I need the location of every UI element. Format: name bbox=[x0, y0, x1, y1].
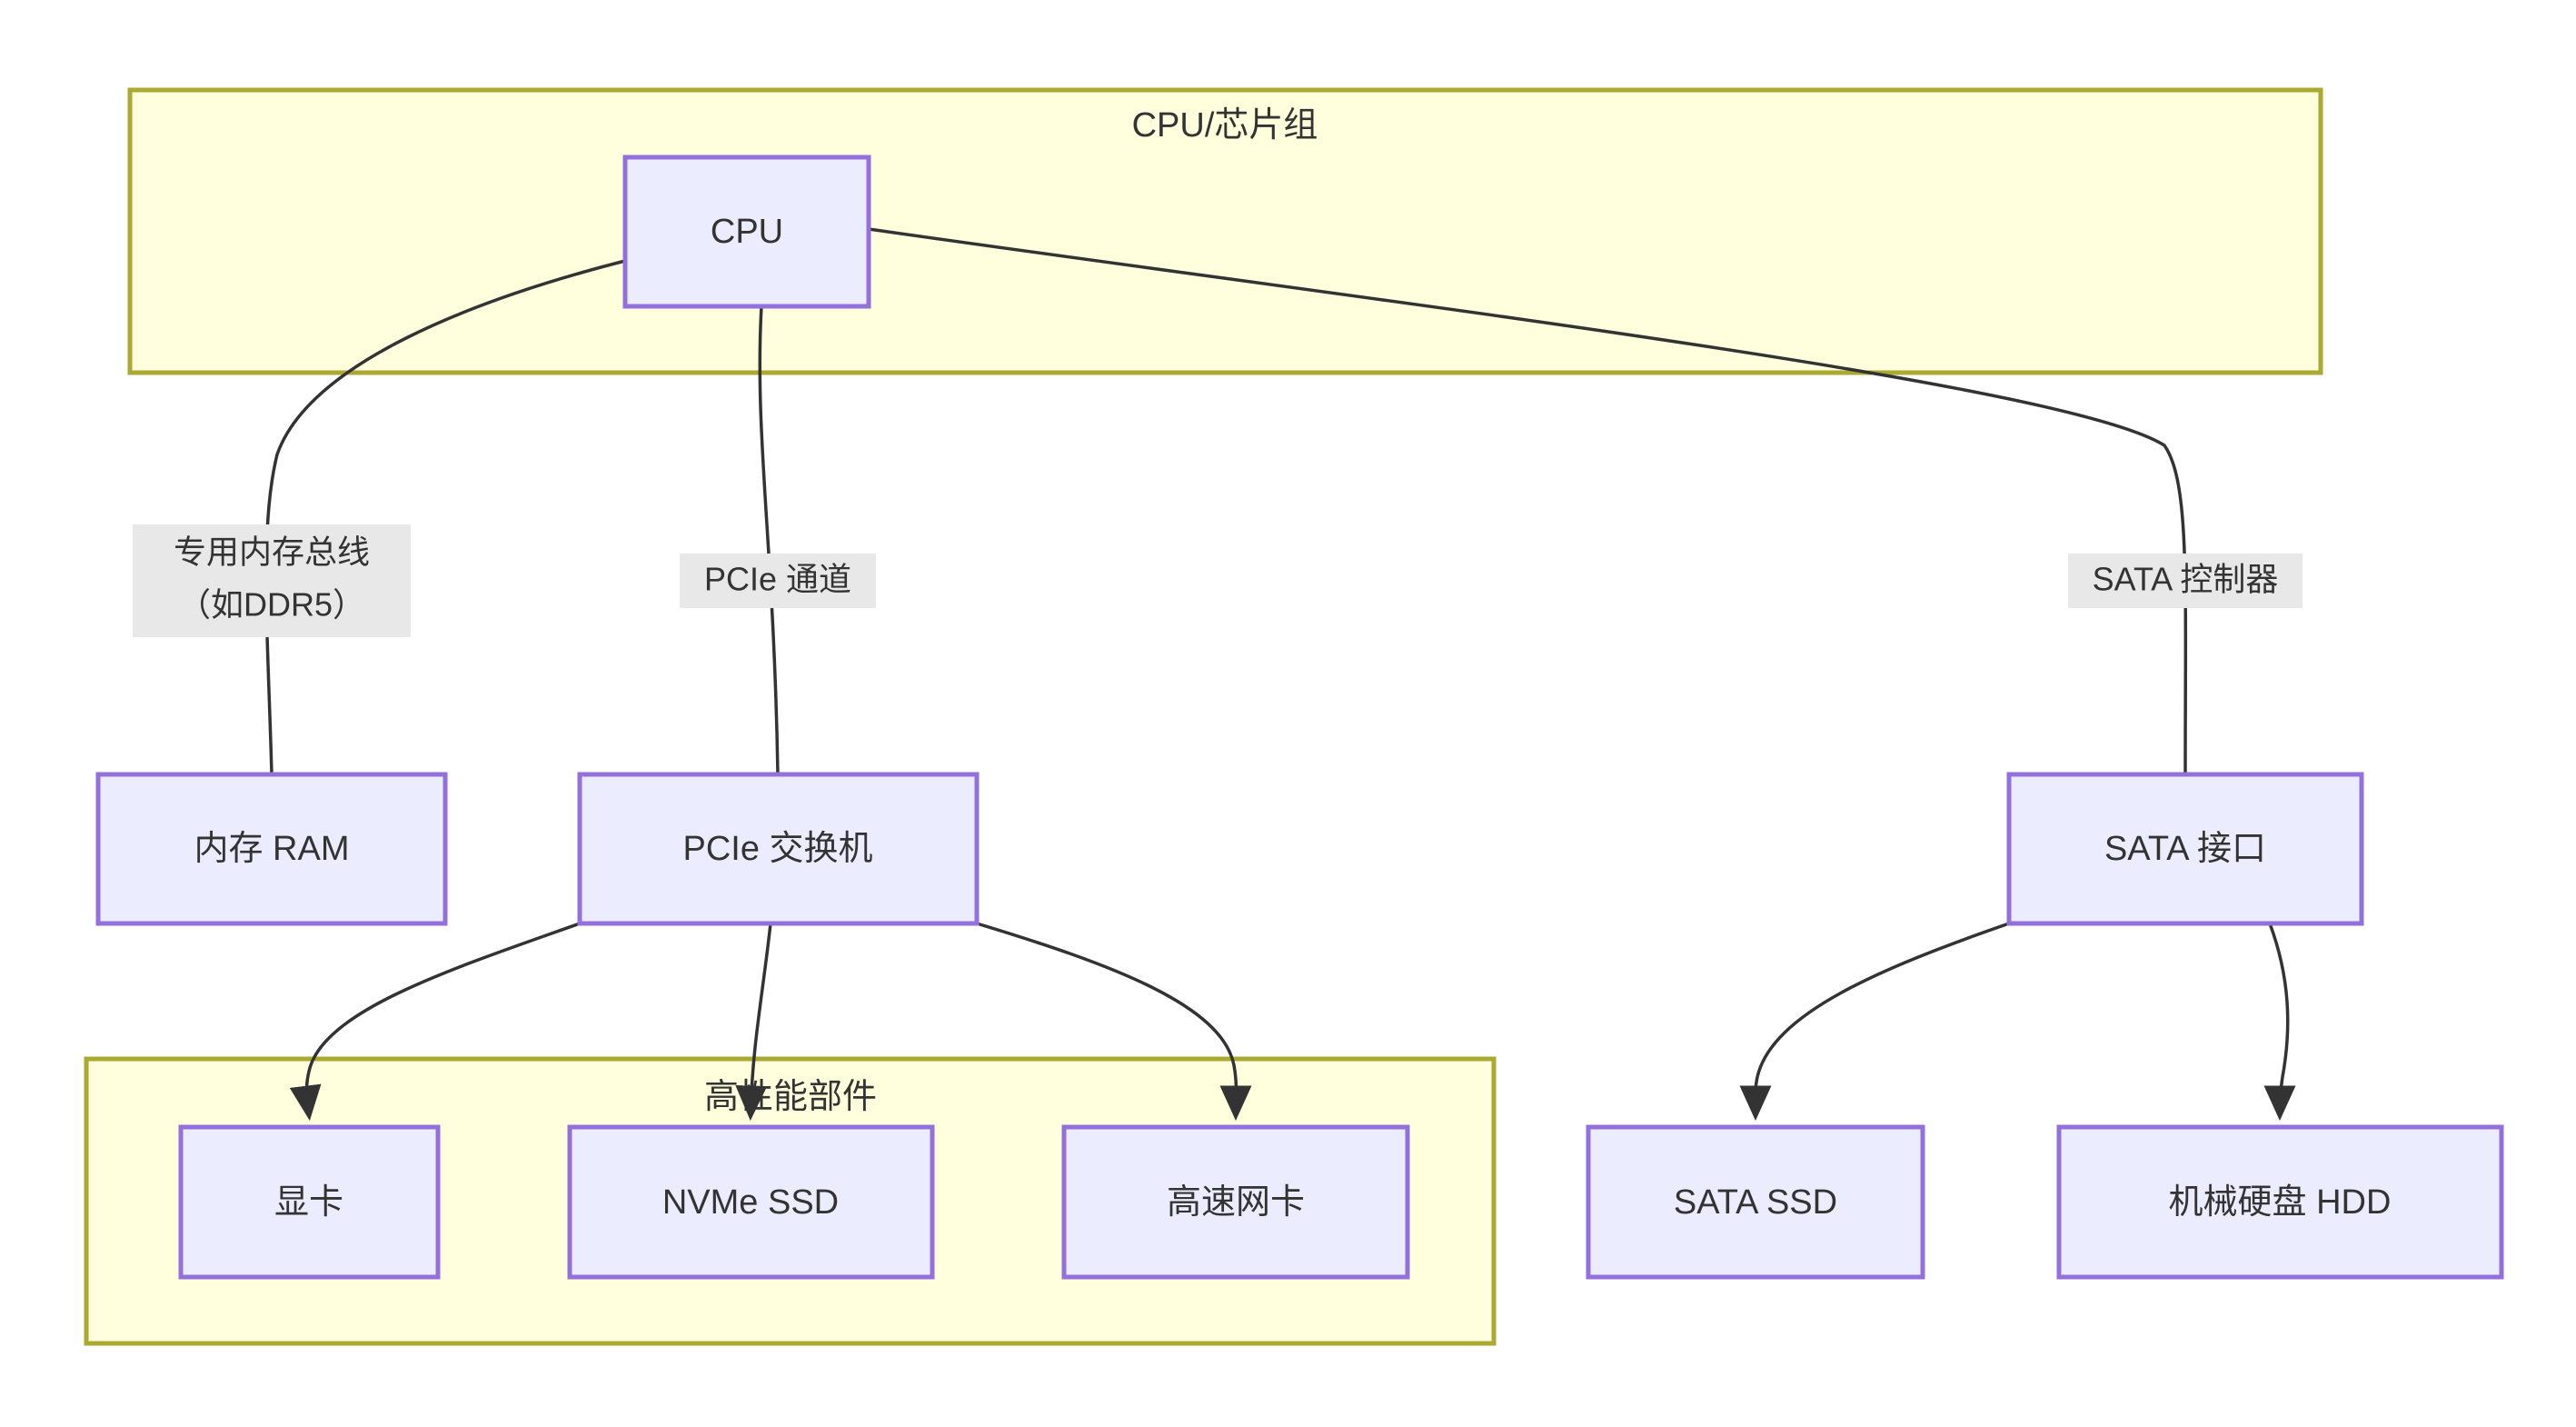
node-label-hdd: 机械硬盘 HDD bbox=[2169, 1183, 2392, 1222]
cluster-title-high-performance: 高性能部件 bbox=[704, 1078, 877, 1116]
node-label-gpu: 显卡 bbox=[274, 1183, 343, 1222]
cluster-cpu-chipset: CPU/芯片组 bbox=[127, 87, 2323, 375]
nodes-layer: CPU 内存 RAM PCIe 交换机 SATA 接口 显卡 NVMe SSD bbox=[95, 155, 2504, 1280]
edge-label-pcie-lanes: PCIe 通道 bbox=[704, 561, 851, 598]
edge-label-bg-cpu-to-sata-port bbox=[2068, 554, 2302, 608]
node-ram[interactable]: 内存 RAM bbox=[95, 772, 448, 926]
edge-pcie-switch-to-fast-nic bbox=[976, 922, 1252, 1121]
node-nvme-ssd[interactable]: NVMe SSD bbox=[567, 1124, 935, 1280]
edge-cpu-to-pcie-switch bbox=[758, 305, 780, 775]
node-label-sata-ssd: SATA SSD bbox=[1674, 1183, 1837, 1222]
node-label-sata-port: SATA 接口 bbox=[2104, 830, 2266, 868]
cluster-title-cpu-chipset: CPU/芯片组 bbox=[1132, 106, 1318, 145]
cluster-rect-cpu-chipset bbox=[127, 87, 2323, 375]
node-rect-gpu[interactable] bbox=[178, 1124, 441, 1280]
node-label-cpu: CPU bbox=[711, 213, 783, 251]
node-rect-pcie-switch[interactable] bbox=[577, 772, 980, 926]
node-label-nvme-ssd: NVMe SSD bbox=[662, 1183, 839, 1222]
node-rect-ram[interactable] bbox=[95, 772, 448, 926]
edge-cpu-to-ram bbox=[264, 259, 626, 775]
node-rect-fast-nic[interactable] bbox=[1061, 1124, 1410, 1280]
edge-label-bg-cpu-to-ram bbox=[133, 524, 411, 637]
node-label-ram: 内存 RAM bbox=[194, 830, 349, 868]
edge-label-cpu-to-pcie-switch: PCIe 通道 bbox=[680, 554, 876, 608]
edge-sata-port-to-sata-ssd bbox=[1739, 922, 2010, 1121]
node-sata-port[interactable]: SATA 接口 bbox=[2006, 772, 2364, 926]
edge-labels-layer: 专用内存总线 （如DDR5） PCIe 通道 SATA 控制器 bbox=[133, 524, 2302, 637]
edge-label-bg-cpu-to-pcie-switch bbox=[680, 554, 876, 608]
node-rect-sata-port[interactable] bbox=[2006, 772, 2364, 926]
edge-label-sata-controller: SATA 控制器 bbox=[2093, 561, 2279, 598]
edge-label-cpu-to-ram: 专用内存总线 （如DDR5） bbox=[133, 524, 411, 637]
node-hdd[interactable]: 机械硬盘 HDD bbox=[2056, 1124, 2504, 1280]
node-rect-sata-ssd[interactable] bbox=[1586, 1124, 1925, 1280]
node-fast-nic[interactable]: 高速网卡 bbox=[1061, 1124, 1410, 1280]
node-label-fast-nic: 高速网卡 bbox=[1167, 1183, 1305, 1222]
edge-label-line-ddr5: （如DDR5） bbox=[178, 586, 365, 624]
node-cpu[interactable]: CPU bbox=[622, 155, 871, 309]
node-rect-hdd[interactable] bbox=[2056, 1124, 2504, 1280]
node-label-pcie-switch: PCIe 交换机 bbox=[682, 830, 872, 868]
edge-sata-port-to-hdd bbox=[2263, 923, 2296, 1121]
node-pcie-switch[interactable]: PCIe 交换机 bbox=[577, 772, 980, 926]
node-sata-ssd[interactable]: SATA SSD bbox=[1586, 1124, 1925, 1280]
node-rect-nvme-ssd[interactable] bbox=[567, 1124, 935, 1280]
edge-label-line-memory-bus: 专用内存总线 bbox=[174, 534, 370, 571]
node-gpu[interactable]: 显卡 bbox=[178, 1124, 441, 1280]
edge-pcie-switch-to-nvme-ssd bbox=[735, 923, 772, 1121]
edge-label-cpu-to-sata-port: SATA 控制器 bbox=[2068, 554, 2302, 608]
node-rect-cpu[interactable] bbox=[622, 155, 871, 309]
edge-pcie-switch-to-gpu bbox=[289, 922, 581, 1121]
